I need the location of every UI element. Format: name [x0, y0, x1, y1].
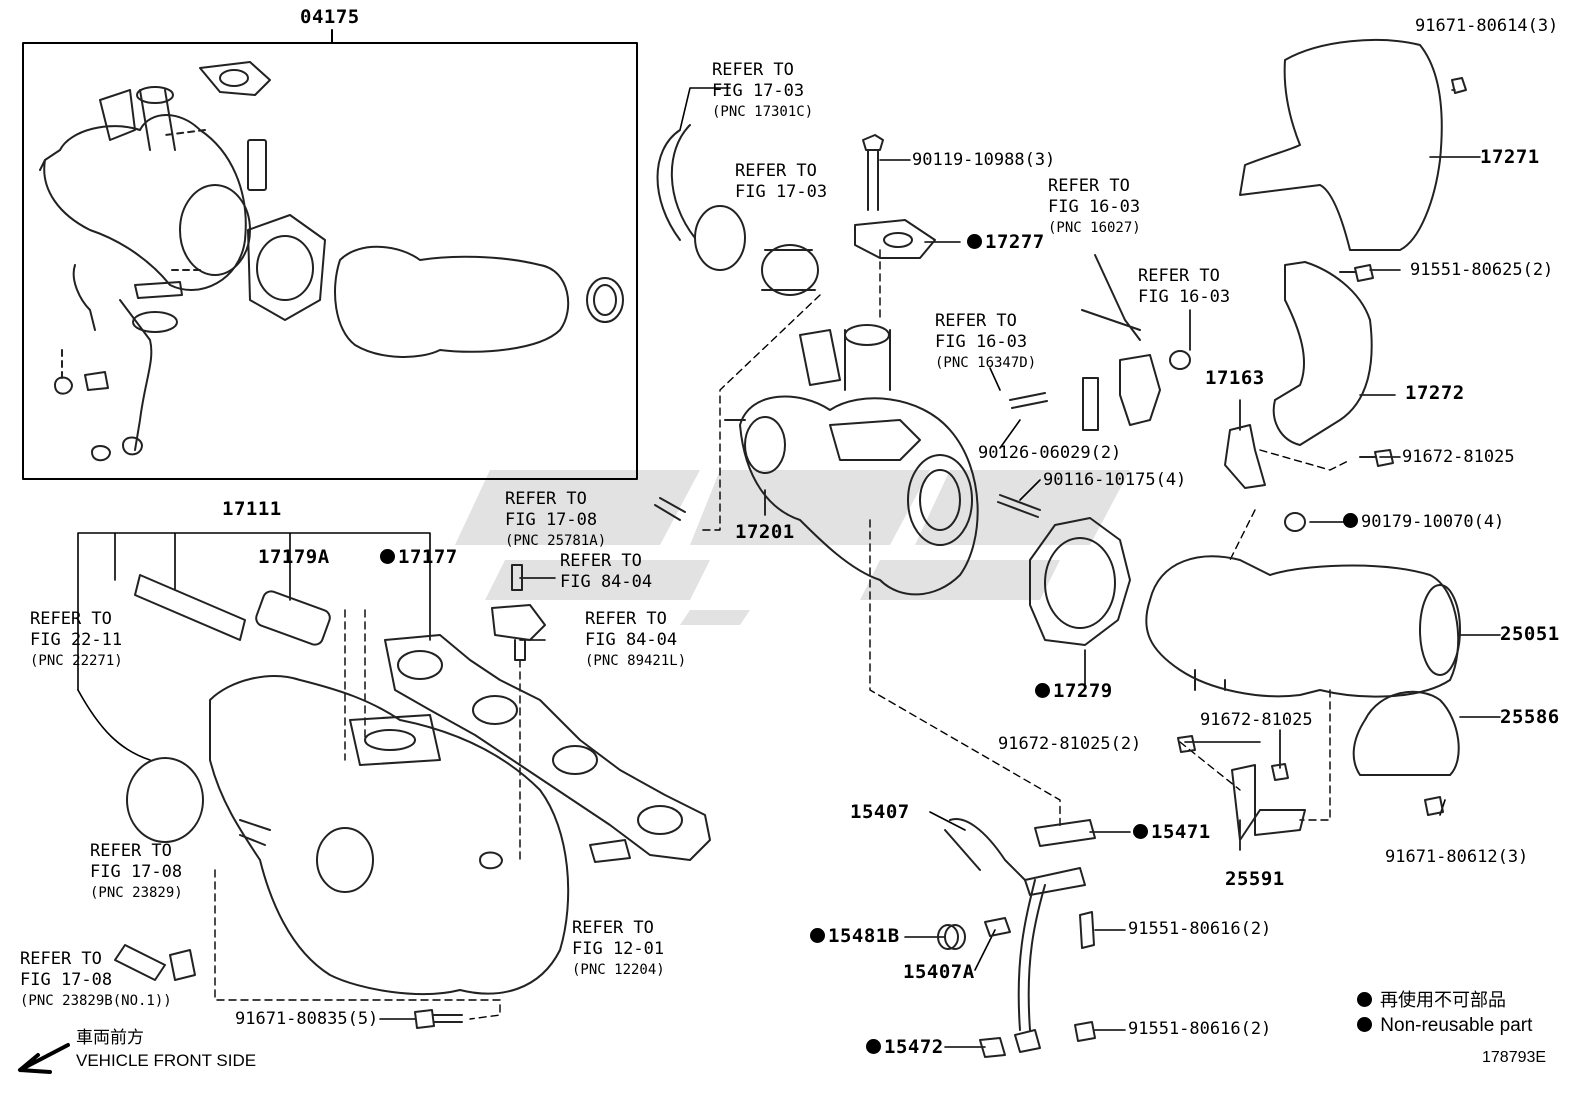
non-reusable-dot — [810, 928, 825, 943]
valve-12-01 — [589, 839, 631, 863]
label-91671-80835: 91671-80835(5) — [235, 1009, 379, 1029]
label-25051: 25051 — [1500, 623, 1560, 645]
legend-en: Non-reusable part — [1357, 1016, 1532, 1035]
label-91551-80616-b: 91551-80616(2) — [1128, 1019, 1272, 1039]
gasket-15472 — [979, 1037, 1006, 1058]
dashed-assembly-lines — [214, 249, 1351, 1020]
non-reusable-dot — [1035, 683, 1050, 698]
stud-90126 — [1009, 392, 1048, 409]
label-17177: 17177 — [380, 548, 458, 567]
bolt-91672-81025-b — [1271, 763, 1289, 781]
label-90126-06029: 90126-06029(2) — [978, 443, 1122, 463]
pipe-17111 — [134, 574, 246, 641]
label-25591: 25591 — [1225, 868, 1285, 890]
non-reusable-dot — [866, 1039, 881, 1054]
kit-turbo-sketch — [39, 61, 624, 462]
bolt-91671-80835 — [414, 1009, 463, 1029]
label-90119-10988: 90119-10988(3) — [912, 150, 1056, 170]
label-90116-10175: 90116-10175(4) — [1043, 470, 1187, 490]
non-reusable-dot — [1343, 513, 1358, 528]
label-91551-80625: 91551-80625(2) — [1410, 260, 1554, 280]
heat-insulator-17271 — [1239, 39, 1443, 251]
front-side-en: VEHICLE FRONT SIDE — [76, 1051, 257, 1070]
label-04175: 04175 — [300, 6, 360, 28]
label-17179A: 17179A — [258, 546, 330, 568]
label-17272: 17272 — [1405, 382, 1465, 404]
bracket-17163 — [1224, 424, 1266, 489]
hose-ring-22271 — [126, 757, 204, 843]
label-15471: 15471 — [1133, 823, 1211, 842]
heat-insulator-17272 — [1272, 261, 1373, 446]
label-15481B: 15481B — [810, 927, 900, 946]
hose-23829B — [169, 949, 196, 981]
nut-90179-10070 — [1284, 512, 1306, 532]
oil-pipe-15407 — [944, 818, 1096, 1053]
hose-23829 — [114, 944, 166, 981]
bolt-91671-80614 — [1451, 77, 1467, 94]
legend-jp: 再使用不可部品 — [1357, 991, 1506, 1009]
stud-90116 — [997, 494, 1041, 518]
sensor-84-04 — [491, 564, 546, 661]
bolt-91551-80616-b — [1074, 1021, 1096, 1042]
label-17279: 17279 — [1035, 682, 1113, 701]
label-17163: 17163 — [1205, 367, 1265, 389]
bracket-25591 — [1231, 764, 1306, 841]
label-17111: 17111 — [222, 498, 282, 520]
catalytic-converter-25051 — [1145, 555, 1461, 698]
non-reusable-dot — [380, 549, 395, 564]
bolt-91551-80616-a — [1079, 911, 1095, 949]
gasket-17179A — [255, 590, 331, 646]
vehicle-front-arrow — [18, 1043, 70, 1074]
intake-manifold — [209, 675, 570, 995]
oil-line-bracket — [1081, 254, 1191, 431]
label-91672-81025-b: 91672-81025 — [1200, 710, 1313, 730]
non-reusable-dot — [1357, 1017, 1372, 1032]
non-reusable-dot — [967, 234, 982, 249]
gasket-15481B — [937, 924, 966, 950]
non-reusable-dot — [1133, 824, 1148, 839]
front-side-jp: 車両前方 — [76, 1028, 144, 1047]
label-91672-81025: 91672-81025 — [1402, 447, 1515, 467]
label-17201: 17201 — [735, 521, 795, 543]
label-91671-80614: 91671-80614(3) — [1415, 16, 1559, 36]
union-bolt-15407A — [984, 917, 1011, 937]
non-reusable-dot — [1357, 992, 1372, 1007]
label-15407A: 15407A — [903, 961, 975, 983]
label-91551-80616-a: 91551-80616(2) — [1128, 919, 1272, 939]
gasket-17277 — [854, 134, 936, 259]
label-17277: 17277 — [967, 233, 1045, 252]
kit-box-04175 — [22, 42, 638, 480]
label-91671-80612: 91671-80612(3) — [1385, 847, 1529, 867]
label-15472: 15472 — [866, 1038, 944, 1057]
gasket-17279 — [1029, 517, 1131, 646]
bolt-91672-81025 — [1359, 449, 1394, 467]
label-15407: 15407 — [850, 801, 910, 823]
turbo-assembly — [654, 124, 979, 596]
label-17271: 17271 — [1480, 146, 1540, 168]
label-91672-81025-2: 91672-81025(2) — [998, 734, 1142, 754]
label-90179-10070: 90179-10070(4) — [1343, 513, 1504, 531]
figure-id: 178793E — [1482, 1049, 1547, 1066]
gasket-17177 — [384, 634, 711, 861]
bolt-91551-80625 — [1339, 264, 1374, 282]
bolt-91671-80612 — [1424, 796, 1444, 816]
bolt-91672-81025-2 — [1177, 735, 1196, 753]
label-25586: 25586 — [1500, 706, 1560, 728]
insulator-25586 — [1352, 690, 1460, 776]
